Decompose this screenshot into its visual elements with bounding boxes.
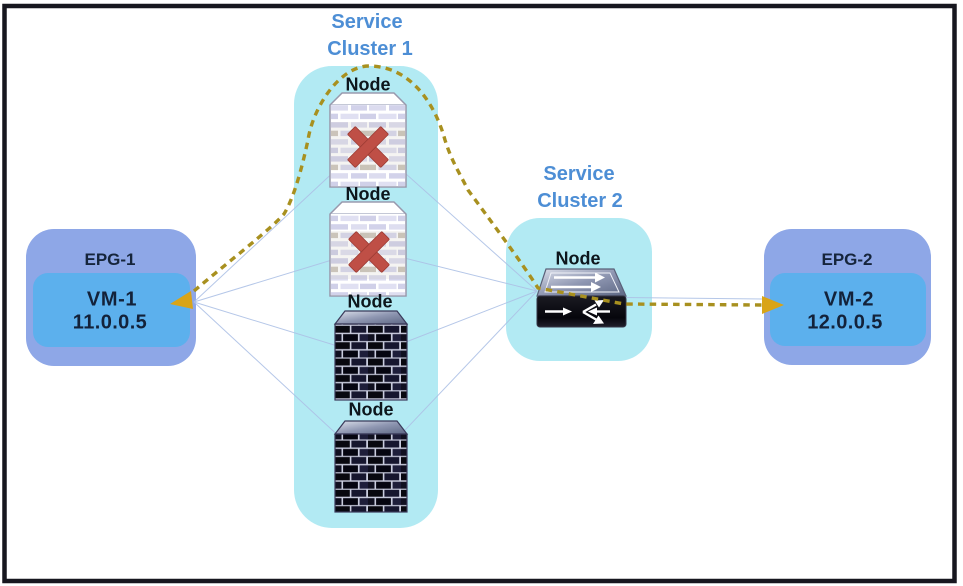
svg-text:Node: Node [348,292,393,312]
svg-text:Node: Node [556,249,601,269]
svg-text:Node: Node [346,75,391,95]
svg-text:VM-1: VM-1 [87,289,137,311]
svg-text:12.0.0.5: 12.0.0.5 [807,312,883,334]
svg-text:Node: Node [349,400,394,420]
svg-text:Cluster 1: Cluster 1 [327,38,413,60]
svg-text:11.0.0.5: 11.0.0.5 [73,312,147,334]
svg-text:EPG-2: EPG-2 [821,250,872,269]
svg-text:VM-2: VM-2 [824,289,874,311]
svg-text:Node: Node [346,184,391,204]
svg-text:Service: Service [543,163,614,185]
svg-text:EPG-1: EPG-1 [84,250,135,269]
svg-text:Service: Service [331,11,402,33]
svg-text:Cluster 2: Cluster 2 [537,190,623,212]
